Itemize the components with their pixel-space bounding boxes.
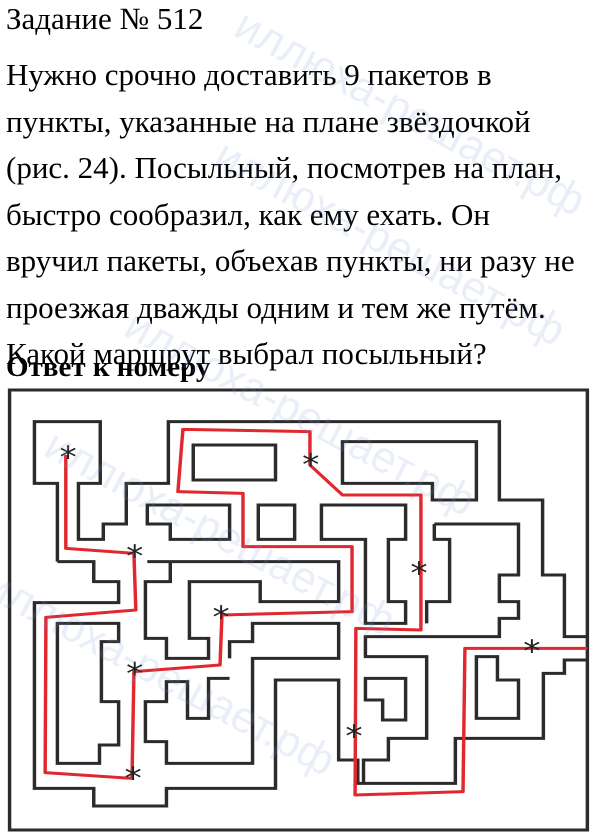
star-icon: * [125,760,142,795]
maze-wall [361,522,521,784]
task-title: Задание № 512 [6,1,204,36]
maze-wall [32,560,588,808]
maze-wall [145,503,232,541]
delivery-route [43,427,588,797]
problem-line: пункты, указанные на плане звёздочкой [6,103,531,139]
maze-wall [143,560,341,660]
maze-wall [363,676,408,722]
maze-wall [474,655,521,720]
delivery-points: * * * * * * * * * [60,439,541,795]
maze-wall [319,503,408,625]
problem-line: быстро сообразил, как ему ехать. Он [6,196,490,232]
maze-wall [340,440,479,502]
maze-wall [55,621,121,765]
problem-line: проезжая дважды одним и тем же путём. [6,289,546,325]
star-icon: * [126,539,143,574]
problem-line: Какой маршрут выбрал посыльный? [6,336,487,371]
star-icon: * [523,634,540,669]
maze-plan-figure: * * * * * * * * * [7,388,590,832]
maze-wall [143,621,341,765]
maze-walls [7,388,590,832]
star-icon: * [60,439,77,474]
maze-wall [191,443,278,482]
problem-line: вручил пакеты, объехав пункты, ни разу н… [6,243,575,278]
star-icon: * [126,656,143,691]
star-icon: * [302,447,319,482]
star-icon: * [213,599,230,634]
maze-wall [256,503,297,541]
star-icon: * [410,555,427,590]
star-icon: * [345,719,362,754]
problem-line: (рис. 24). Посыльный, посмотрев на план, [6,150,563,185]
maze-wall [32,420,588,639]
maze-outer-border [7,388,590,832]
problem-line: Нужно срочно доставить 9 пакетов в [6,57,492,92]
problem-text: Нужно срочно доставить 9 пакетов в пункт… [6,52,575,378]
answer-heading: Ответ к номеру [6,351,211,383]
maze-wall [424,524,452,624]
